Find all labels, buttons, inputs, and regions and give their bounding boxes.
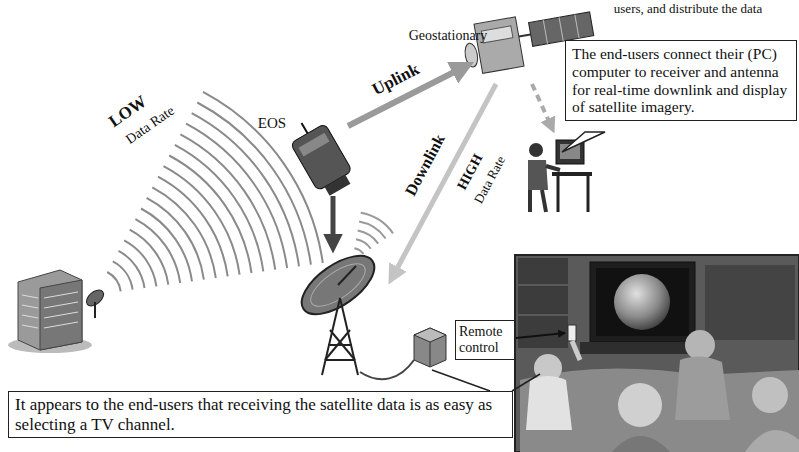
cut-text: users, and distribute the data — [614, 2, 762, 16]
ground-dish — [292, 245, 384, 375]
direct-arrow — [331, 196, 336, 246]
wave-arc — [147, 198, 204, 280]
remote-control-box: Remote control — [455, 320, 515, 360]
wave-arc — [158, 177, 228, 277]
wave-arc — [119, 251, 145, 288]
satellite-label: Geostationary — [409, 28, 488, 43]
receiver-leader — [432, 370, 490, 391]
photo-leader — [512, 374, 540, 391]
box-text: It appears to the end-users that receivi… — [15, 395, 506, 434]
wave-arc — [356, 239, 371, 249]
living-room-photo — [515, 255, 799, 452]
wave-arc — [197, 103, 311, 265]
wave-arc — [354, 248, 363, 254]
pc-user — [528, 140, 592, 212]
remote-leader — [516, 333, 565, 338]
wave-arc — [113, 261, 133, 289]
wave-arc — [135, 219, 180, 283]
wave-arc — [141, 209, 192, 282]
wave-arc — [169, 156, 251, 274]
callout-pointer — [562, 132, 605, 152]
wave-arc — [175, 145, 263, 271]
wave-arc — [361, 213, 393, 234]
receiver — [360, 328, 446, 379]
eos-satellite — [284, 113, 357, 200]
satellite-label: EOS — [258, 115, 286, 132]
box-text: The end-users connect their (PC) compute… — [572, 45, 790, 116]
wave-arc — [358, 231, 379, 244]
pc-downlink-arrow — [532, 84, 552, 128]
note-box: It appears to the end-users that receivi… — [8, 391, 513, 438]
wave-arc — [359, 222, 386, 239]
wave-arc — [164, 166, 240, 275]
wave-arc — [203, 92, 323, 263]
building — [8, 270, 107, 353]
box-text: Remote control — [459, 324, 511, 356]
callout-box: The end-users connect their (PC) compute… — [565, 40, 797, 121]
wave-arc — [107, 272, 121, 291]
wave-arc — [130, 230, 169, 285]
